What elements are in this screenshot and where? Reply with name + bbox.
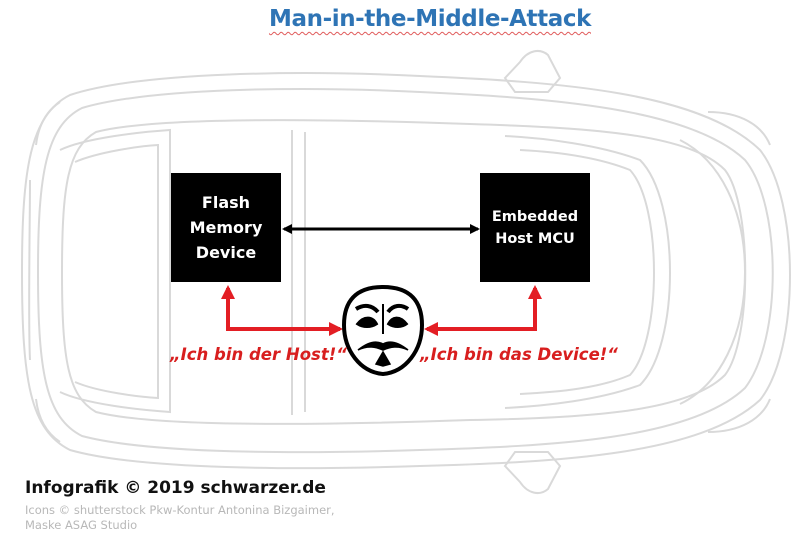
flash-label-line-3: Device [195,243,257,262]
quote-ich-bin-das-device: „Ich bin das Device!“ [420,345,618,364]
icons-credit-line-2: Maske ASAG Studio [25,518,138,532]
car-outline-icon [20,49,791,495]
mcu-label-line-2: Host MCU [495,230,575,247]
mcu-label-line-1: Embedded [491,208,579,225]
icons-credit: Icons © shutterstock Pkw-Kontur Antonina… [25,503,335,533]
flash-label-line-1: Flash [201,193,251,212]
infographic-credit: Infografik © 2019 schwarzer.de [25,478,326,498]
flash-memory-device-box: Flash Memory Device [171,173,281,282]
diagram-title: Man-in-the-Middle-Attack [268,6,591,32]
icons-credit-line-1: Icons © shutterstock Pkw-Kontur Antonina… [25,503,335,517]
flash-label-line-2: Memory [189,218,263,237]
anonymous-mask-icon [341,284,425,377]
attack-arrow-to-host [424,285,542,336]
quote-ich-bin-der-host: „Ich bin der Host!“ [170,345,347,364]
embedded-host-mcu-box: Embedded Host MCU [480,173,590,282]
attack-arrow-to-flash [221,285,343,336]
